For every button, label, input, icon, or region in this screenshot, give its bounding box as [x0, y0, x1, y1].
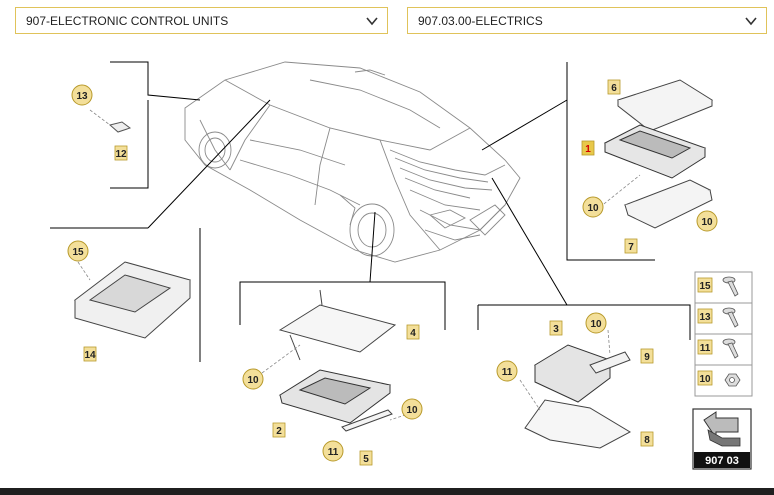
part-2-ecu — [278, 369, 392, 424]
callout-number: 4 — [410, 328, 416, 339]
callout-15[interactable]: 15 — [67, 240, 89, 262]
callout-4[interactable]: 4 — [406, 324, 420, 340]
fastener-row[interactable]: 11 — [695, 333, 752, 359]
group-select[interactable]: 907-ELECTRONIC CONTROL UNITS — [15, 7, 388, 34]
callout-number: 7 — [628, 242, 634, 253]
callout-13[interactable]: 13 — [71, 84, 93, 106]
callout-number: 10 — [587, 203, 599, 214]
fastener-row[interactable]: 15 — [697, 276, 739, 297]
callout-number: 5 — [363, 454, 369, 465]
part-12-clip — [108, 121, 132, 133]
callout-number: 12 — [115, 149, 127, 160]
chevron-down-icon — [745, 17, 757, 26]
screw-icon — [722, 307, 739, 328]
callout-1[interactable]: 1 — [581, 140, 595, 156]
callout-number: 15 — [72, 247, 84, 258]
callout-2[interactable]: 2 — [272, 422, 286, 438]
part-6-bracket — [616, 79, 714, 132]
callout-number: 9 — [644, 352, 650, 363]
group-select-value: 907-ELECTRONIC CONTROL UNITS — [26, 13, 229, 28]
fastener-row[interactable]: 13 — [695, 302, 752, 328]
callout-10[interactable]: 10 — [585, 312, 607, 334]
part-14-module — [73, 261, 192, 339]
callout-8[interactable]: 8 — [640, 431, 654, 447]
leader-lines — [50, 61, 691, 362]
callout-number: 14 — [84, 350, 96, 361]
callout-number: 11 — [502, 367, 513, 378]
page-badge[interactable]: 907 03 — [692, 408, 752, 470]
callout-9[interactable]: 9 — [640, 348, 654, 364]
callout-number: 10 — [701, 217, 713, 228]
callout-10[interactable]: 10 — [696, 210, 718, 232]
callout-layer: 13 12 6 1 10 10 7 15 14 4 10 2 11 10 5 3 10 9 11 8 — [67, 79, 718, 466]
callout-10[interactable]: 10 — [582, 196, 604, 218]
chevron-down-icon — [366, 17, 378, 26]
fastener-number: 11 — [700, 343, 711, 354]
callout-number: 6 — [611, 83, 617, 94]
part-5-strip — [341, 409, 393, 432]
callout-11[interactable]: 11 — [322, 440, 344, 462]
subgroup-select-value: 907.03.00-ELECTRICS — [418, 13, 543, 28]
callout-3[interactable]: 3 — [549, 320, 563, 336]
callout-number: 3 — [553, 324, 559, 335]
bolt-washer-icon — [722, 338, 739, 359]
part-3-ecu — [533, 344, 612, 403]
part-8-plate — [524, 399, 632, 449]
part-1-ecu — [603, 124, 707, 179]
nut-icon — [724, 373, 741, 387]
parts-diagram: 13 12 6 1 10 10 7 15 14 4 10 2 11 10 5 3 10 9 11 8 15 13 11 10… — [50, 61, 753, 470]
fastener-table: 15 13 11 10 — [694, 271, 753, 397]
fastener-row[interactable]: 10 — [695, 364, 752, 387]
callout-number: 1 — [585, 144, 591, 155]
fastener-number: 10 — [699, 374, 711, 385]
callout-10[interactable]: 10 — [401, 398, 423, 420]
bolt-flange-icon — [722, 276, 739, 297]
part-4-bracket — [278, 289, 397, 361]
callout-12[interactable]: 12 — [114, 145, 128, 161]
callout-number: 10 — [590, 319, 602, 330]
callout-number: 13 — [76, 91, 88, 102]
callout-14[interactable]: 14 — [83, 346, 97, 362]
fastener-number: 13 — [699, 312, 711, 323]
callout-number: 2 — [276, 426, 282, 437]
callout-6[interactable]: 6 — [607, 79, 621, 95]
part-9-bracket — [589, 351, 631, 374]
callout-number: 10 — [406, 405, 418, 416]
car-illustration — [184, 61, 521, 263]
badge-code: 907 03 — [705, 455, 739, 467]
callout-7[interactable]: 7 — [624, 238, 638, 254]
footer-bar — [0, 488, 774, 495]
callout-10[interactable]: 10 — [242, 368, 264, 390]
part-7-tray — [623, 179, 713, 229]
fastener-number: 15 — [699, 281, 711, 292]
callout-number: 11 — [328, 447, 339, 458]
callout-number: 10 — [247, 375, 259, 386]
callout-11[interactable]: 11 — [496, 360, 518, 382]
callout-5[interactable]: 5 — [359, 450, 373, 466]
subgroup-select[interactable]: 907.03.00-ELECTRICS — [407, 7, 767, 34]
callout-number: 8 — [644, 435, 650, 446]
